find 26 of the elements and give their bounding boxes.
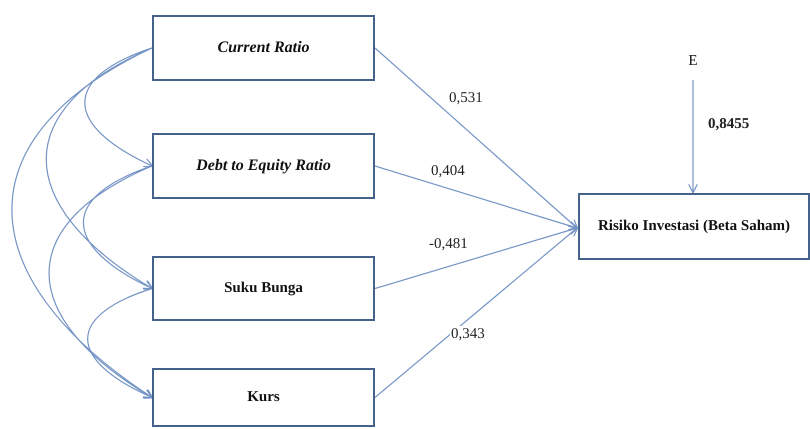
path-coefficient: 0,531 [448,90,484,106]
variable-name: Debt to Equity Ratio [196,156,331,176]
variable-box [152,256,375,321]
variable-name: Risiko Investasi (Beta Saham) [598,217,790,236]
variable-name: Current Ratio [217,38,310,58]
path-coefficient: 0,8455 [707,116,750,132]
arrow [688,80,698,194]
variable-box [152,133,375,199]
arrow [374,225,578,290]
path-coefficient: 0,343 [450,326,486,342]
arrow [374,48,578,230]
variable-name: Kurs [247,388,280,407]
variable-box [578,193,810,260]
arrow [374,226,578,398]
variable-box [152,15,375,81]
path-coefficient: 0,404 [430,163,466,180]
arrow [46,47,154,290]
arrow [48,165,154,399]
variable-box [152,368,375,427]
arrow [84,47,154,167]
arrow [82,165,154,290]
arrow [87,288,154,399]
error-term-label: E [682,50,704,72]
variable-name: Suku Bunga [224,279,303,298]
path-coefficient: -0,481 [428,236,469,252]
arrow [12,47,154,399]
